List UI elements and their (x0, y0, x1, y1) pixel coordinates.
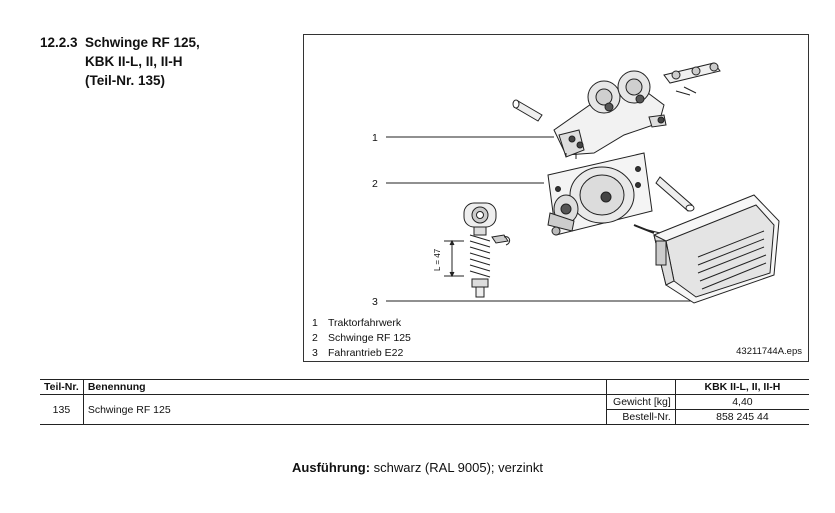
dimension-label: L = 47 (433, 248, 442, 271)
table-header-row: Teil-Nr. Benennung KBK II-L, II, II-H (40, 380, 809, 395)
legend-item: 3 Fahrantrieb E22 (312, 346, 411, 361)
cell-attr-value: 858 245 44 (675, 409, 809, 425)
legend-text: Fahrantrieb E22 (328, 347, 404, 359)
figure-legend: 1 Traktorfahrwerk 2 Schwinge RF 125 3 Fahra… (312, 316, 411, 361)
legend-item: 1 Traktorfahrwerk (312, 316, 411, 331)
callout-2: 2 (372, 178, 378, 190)
exploded-drawing: 1 2 3 L = 47 (372, 62, 780, 308)
swing-arm-drawing (547, 152, 695, 236)
header-part-no: Teil-Nr. (40, 380, 84, 395)
execution-note: Ausführung: schwarz (RAL 9005); verzinkt (0, 460, 835, 475)
legend-number: 2 (312, 332, 318, 344)
trolley-drawing (512, 62, 721, 159)
legend-text: Traktorfahrwerk (328, 317, 402, 329)
drive-motor-drawing (633, 194, 780, 304)
cell-part-no: 135 (40, 394, 84, 425)
spring-assembly-drawing (444, 202, 561, 298)
table-row: Bestell-Nr. 858 245 44 (40, 409, 809, 425)
table-row: 135 Schwinge RF 125 Gewicht [kg] 4,40 (40, 394, 809, 425)
header-name: Benennung (83, 380, 607, 395)
execution-label: Ausführung: (292, 460, 371, 475)
parts-table: Teil-Nr. Benennung KBK II-L, II, II-H 13… (40, 380, 809, 425)
cell-attr-value: 4,40 (675, 394, 809, 410)
header-variant: KBK II-L, II, II-H (675, 380, 809, 395)
header-spec (606, 380, 676, 395)
cell-attr-label: Gewicht [kg] (606, 394, 676, 410)
table-top-rule (40, 379, 809, 380)
legend-text: Schwinge RF 125 (328, 332, 411, 344)
section-title-line-1: Schwinge RF 125, (85, 35, 200, 50)
figure-file-reference: 43211744A.eps (736, 346, 802, 357)
legend-item: 2 Schwinge RF 125 (312, 331, 411, 346)
legend-number: 3 (312, 347, 318, 359)
section-number: 12.2.3 (40, 35, 78, 50)
legend-number: 1 (312, 317, 318, 329)
callout-3: 3 (372, 296, 378, 308)
callout-1: 1 (372, 132, 378, 144)
section-title-line-2: KBK II-L, II, II-H (85, 54, 183, 69)
execution-text: schwarz (RAL 9005); verzinkt (370, 460, 543, 475)
cell-attr-label: Bestell-Nr. (606, 409, 676, 425)
cell-name: Schwinge RF 125 (83, 394, 607, 425)
section-title-line-3: (Teil-Nr. 135) (85, 73, 166, 88)
